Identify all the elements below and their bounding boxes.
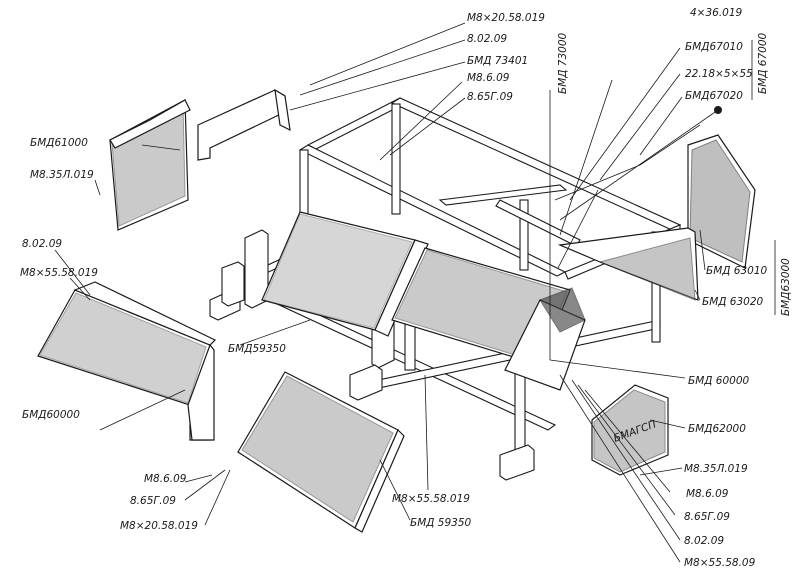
label-bmd-59350-center: БМД59350: [228, 343, 286, 355]
label-8-65g-09-top: 8.65Г.09: [467, 91, 513, 103]
label-m8-6-09-right: М8.6.09: [686, 488, 729, 500]
label-m8-6-09-bottom: М8.6.09: [144, 473, 187, 485]
label-4-36-019: 4×36.019: [690, 7, 743, 19]
label-bmd-63000: БМД63000: [780, 258, 792, 316]
right-hopper: [391, 247, 586, 391]
part-labels: М8×20.58.019 8.02.09 БМД 73401 М8.6.09 8…: [20, 7, 792, 569]
label-22-18-5-55: 22.18×5×55: [685, 68, 753, 80]
label-bmd-63020: БМД 63020: [702, 296, 764, 308]
label-m8-6-09-top: М8.6.09: [467, 72, 510, 84]
center-hopper: [261, 211, 429, 337]
label-m8-55-58-019-left: М8×55.58.019: [20, 267, 98, 279]
label-bmd-59350-bottom: БМД 59350: [410, 517, 472, 529]
label-m8-35l-019-right: М8.35Л.019: [684, 463, 748, 475]
label-bmd-73000: БМД 73000: [557, 32, 569, 94]
label-bmd-73401: БМД 73401: [467, 55, 528, 67]
top-left-cover: [109, 99, 191, 231]
label-8-02-09-top: 8.02.09: [467, 33, 507, 45]
tie-rod-assembly: [554, 106, 722, 221]
label-8-02-09-left: 8.02.09: [22, 238, 62, 250]
leader-lines: [54, 22, 776, 563]
bracket-73401: [197, 88, 291, 161]
label-m8-55-58-019-center: М8×55.58.019: [392, 493, 470, 505]
label-m8-55-58-09-right: М8×55.58.09: [684, 557, 756, 569]
label-bmd-67020: БМД67020: [685, 90, 743, 102]
label-bmd-60000-left: БМД60000: [22, 409, 80, 421]
label-bmd-67010: БМД67010: [685, 41, 743, 53]
label-m8-35l-019-left: М8.35Л.019: [30, 169, 94, 181]
right-panel: [687, 134, 756, 269]
label-bmd-61000: БМД61000: [30, 137, 88, 149]
label-bmd-67000: БМД 67000: [757, 32, 769, 94]
label-bmd-60000-right: БМД 60000: [688, 375, 750, 387]
label-bmd-63010: БМД 63010: [706, 265, 768, 277]
label-8-65g-09-right: 8.65Г.09: [684, 511, 730, 523]
label-8-02-09-right: 8.02.09: [684, 535, 724, 547]
label-8-65g-09-bottom: 8.65Г.09: [130, 495, 176, 507]
label-m8-20-58-019-bottom: М8×20.58.019: [120, 520, 198, 532]
label-m8-20-58-019-top: М8×20.58.019: [467, 12, 545, 24]
side-panel: [557, 227, 699, 301]
label-bmd-62000: БМД62000: [688, 423, 746, 435]
bottom-hopper: [237, 371, 405, 533]
left-cover: [37, 281, 217, 441]
small-box: БМАГСП: [591, 384, 669, 476]
